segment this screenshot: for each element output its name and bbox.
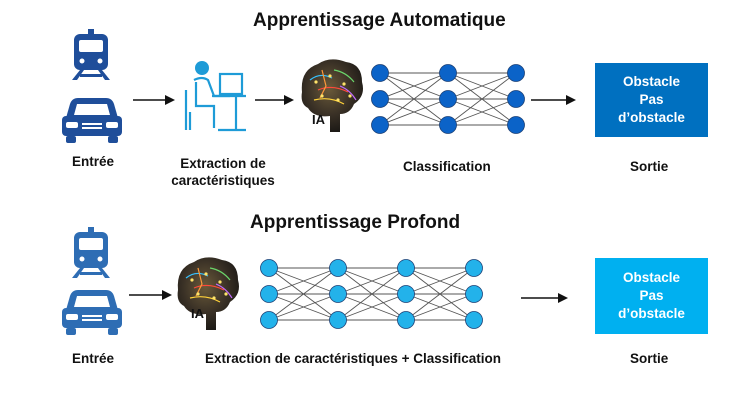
bottom-combined-label: Extraction de caractéristiques + Classif… <box>205 351 501 366</box>
top-title: Apprentissage Automatique <box>253 10 506 31</box>
train-icon <box>72 227 110 278</box>
network-node <box>439 64 457 82</box>
network-connection <box>337 293 407 321</box>
network-node <box>465 311 483 329</box>
network-connection <box>268 267 339 295</box>
network-node <box>329 285 347 303</box>
network-connection <box>379 72 449 126</box>
top-input-label: Entrée <box>72 154 115 169</box>
top-classification-label: Classification <box>403 159 491 174</box>
network-node <box>397 285 415 303</box>
bottom-ai-label: IA <box>191 306 204 321</box>
network-connection <box>379 72 449 100</box>
car-icon <box>62 98 122 143</box>
worker-at-computer-icon <box>184 61 246 132</box>
network-connection <box>405 267 475 295</box>
network-node <box>465 285 483 303</box>
network-node <box>260 311 278 329</box>
network-connection <box>447 72 517 100</box>
brain-icon <box>301 59 363 132</box>
network-node <box>371 116 389 134</box>
top-output-box: Obstacle Pas d’obstacle <box>595 63 708 137</box>
top-ai-label: IA <box>312 112 325 127</box>
network-node <box>329 259 347 277</box>
network-node <box>439 116 457 134</box>
network-connection <box>337 267 407 295</box>
network-connection <box>405 293 475 321</box>
train-icon <box>72 29 110 80</box>
network-node <box>397 259 415 277</box>
bottom-output-box: Obstacle Pas d’obstacle <box>595 258 708 334</box>
network-node <box>329 311 347 329</box>
network-connection <box>405 267 475 321</box>
bottom-title: Apprentissage Profond <box>250 212 461 233</box>
network-node <box>371 90 389 108</box>
top-feature-label: Extraction de caractéristiques <box>171 156 275 188</box>
neural-network-bottom <box>260 259 483 329</box>
network-node <box>371 64 389 82</box>
neural-network-top <box>371 64 525 134</box>
network-connection <box>447 98 517 126</box>
network-connection <box>379 98 449 126</box>
network-node <box>397 311 415 329</box>
network-node <box>507 64 525 82</box>
bottom-output-label: Sortie <box>630 351 669 366</box>
network-node <box>507 116 525 134</box>
network-connection <box>268 267 339 321</box>
brain-icon <box>177 257 239 330</box>
network-connection <box>337 267 407 321</box>
car-icon <box>62 290 122 335</box>
network-node <box>260 259 278 277</box>
network-connection <box>447 72 517 126</box>
network-node <box>439 90 457 108</box>
network-node <box>260 285 278 303</box>
bottom-input-label: Entrée <box>72 351 115 366</box>
network-node <box>507 90 525 108</box>
top-output-label: Sortie <box>630 159 669 174</box>
network-node <box>465 259 483 277</box>
network-connection <box>268 293 339 321</box>
